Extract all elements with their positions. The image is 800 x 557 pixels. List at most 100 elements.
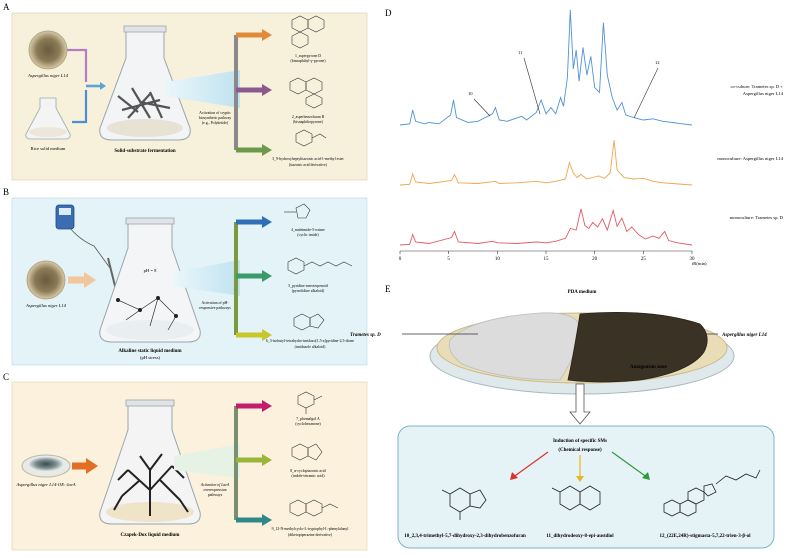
pda-medium-label: PDA medium [568,290,598,295]
activation-line-2-b: responsive pathways [199,306,231,310]
product-6-class-b: (imidazole alkaloid) [295,345,326,349]
x-tick-label: 10 [495,257,501,262]
structure-compound-10 [441,487,487,520]
chromatogram-x-axis: 0 5 10 15 20 25 30 [399,250,696,262]
product-3-a: 3_9-hydroxyheptyltiazonic acid-1-methyl … [272,157,344,161]
peak-label-11: 11 [518,50,523,55]
alkaline-flask-b [99,217,201,343]
peak-label-10: 10 [468,91,473,96]
fungus-label-c: Aspergillus niger L14-OE::laeA [15,482,75,487]
arrowhead-a [100,82,106,90]
compound-label-12: 12_(22E,24R)-stigmasta-5,7,22-trien-3-β-… [659,534,751,539]
panel-a-letter: A [3,2,10,12]
structure-compound-11 [551,485,601,511]
product-2-class-a: (bisnaphthopyrone) [293,120,323,124]
product-4-class-b: (cyclic imide) [297,233,319,237]
fungus-petri-dish-b [26,260,66,300]
peak-pointer-12 [633,67,659,119]
product-4-b: 4_maleimide-5-oxime [291,228,325,232]
rice-flask [25,97,71,140]
trace-label-3: monoculture: Trametes sp. D [730,215,784,220]
trace-label-2: monoculture: Aspergillus niger L14 [717,156,783,161]
activation-line-1-a: Activation of cryptic [199,111,231,115]
activation-line-3-a: (e.g., Polyketide) [202,121,229,126]
chromatogram-traces [399,9,693,246]
product-7-c: 7_phomalgol A [296,417,320,421]
panel-e: E PDA medium Trametes sp. D Aspergillus … [350,284,775,549]
aspergillus-colony [567,311,708,383]
x-tick-label: 0 [399,257,402,262]
structure-5-b [287,257,353,275]
chromatogram-series-3 [399,208,693,246]
x-tick-label: 30 [690,257,696,262]
arrow-to-compound-10 [511,451,549,479]
arrow-to-compound-12 [611,451,649,479]
down-arrow [569,383,591,425]
product-8-c: 8_α-cyclopiazonic acid [290,469,326,473]
chromatogram-series-1 [399,9,693,126]
trametes-label: Trametes sp. D [350,333,381,338]
activation-beam-c [174,444,240,478]
x-tick-label: 20 [592,257,598,262]
medium-label-b-2: (pH stress) [140,355,161,360]
x-axis-label: tR(min) [692,261,707,266]
merge-arrow-top-a [67,48,88,82]
panel-a: A Aspergillus niger L14 Rice solid mediu… [3,2,368,181]
panel-b-letter: B [3,187,9,197]
structure-1-a [291,15,325,49]
ph-label: pH = 8 [144,268,158,273]
peak-pointer-11 [523,57,541,115]
product-5-b: 5_pyridine meroterpenoid [288,284,328,288]
product-8-class-c: (indole-tetramic acid) [292,474,326,478]
fungus-petri-dish-a [28,30,68,70]
fungus-label-a: Aspergillus niger L14 [27,73,69,78]
panel-c: C Aspergillus niger L14-OE::laeA Czapek-… [3,372,368,551]
product-1-class-a: (bisnaphthyl-γ-pyrone) [291,59,327,63]
peak-pointer-10 [473,98,491,117]
product-5-class-b: (pyrrolidine alkaloid) [292,289,325,293]
product-1-a: 1_asperpyrone D [295,54,321,58]
activation-line-2-c: overexpression [204,488,227,492]
activation-beam-b [174,260,240,296]
peak-label-12: 12 [655,60,660,65]
structure-compound-12 [663,469,761,517]
activation-beam-a [165,70,240,108]
structure-2-a [289,77,323,109]
trace-label-1-line-2: Aspergillus niger L14 [743,91,784,96]
activation-line-3-c: pathways [208,493,223,497]
activation-line-2-a: biosynthetic pathway [199,116,231,120]
panel-d-letter: D [385,8,392,18]
product-7-class-c: (cyclohexanone) [295,422,321,426]
product-6-b: 6_3-isobutyl-tetrahydro-imidazo[1,5-a]py… [266,339,354,344]
ph-meter [55,204,117,291]
induction-box [397,425,775,549]
activation-line-1-c: Activation of LaeA [200,483,230,487]
structure-9-c [289,499,339,517]
trace-label-1-line-1: co-culture: Trametes sp. D + [731,84,784,89]
x-tick-label: 25 [641,257,647,262]
fungus-label-b: Aspergillus niger L14 [25,303,67,308]
activation-line-1-b: Activation of pH- [202,301,230,305]
chromatogram-series-2 [399,139,693,186]
merge-arrow-bottom-a [72,90,88,124]
panel-d: D 0 5 10 15 20 25 30 tR(min) 11 10 12 co-cultu… [385,8,784,266]
structure-7-c [297,391,323,414]
czapek-flask-c [99,399,201,525]
antagonism-label: Antagonism zone [630,365,668,370]
product-9-class-c: (diketopiperazine derivative) [288,533,333,537]
process-label-a: Solid-substrate fermentation [114,149,175,154]
x-tick-label: 15 [544,257,550,262]
product-3-class-a: (tiazonic acid derivative) [289,163,328,167]
medium-label-b-1: Alkaline static liquid medium [118,349,182,354]
x-tick-label: 5 [447,257,450,262]
induction-line-1: Induction of specific SMs [553,439,607,444]
product-9-c: 9_12-N-methylcyclo-L-tryptophyl-L-phenyl… [272,527,349,531]
compound-label-10: 10_2,3,4-trimethyl-5,7-dihydroxy-2,3-dih… [404,534,526,539]
structure-6-b [293,313,325,331]
structure-4-b [284,203,311,219]
medium-label-c: Czapek-Dox liquid medium [121,533,181,538]
panel-b: B Aspergillus niger L14 pH = 8 Alkaline … [3,187,368,366]
medium-label-a: Rice solid medium [31,146,66,151]
structure-8-c [291,443,323,461]
panel-c-letter: C [3,372,9,382]
